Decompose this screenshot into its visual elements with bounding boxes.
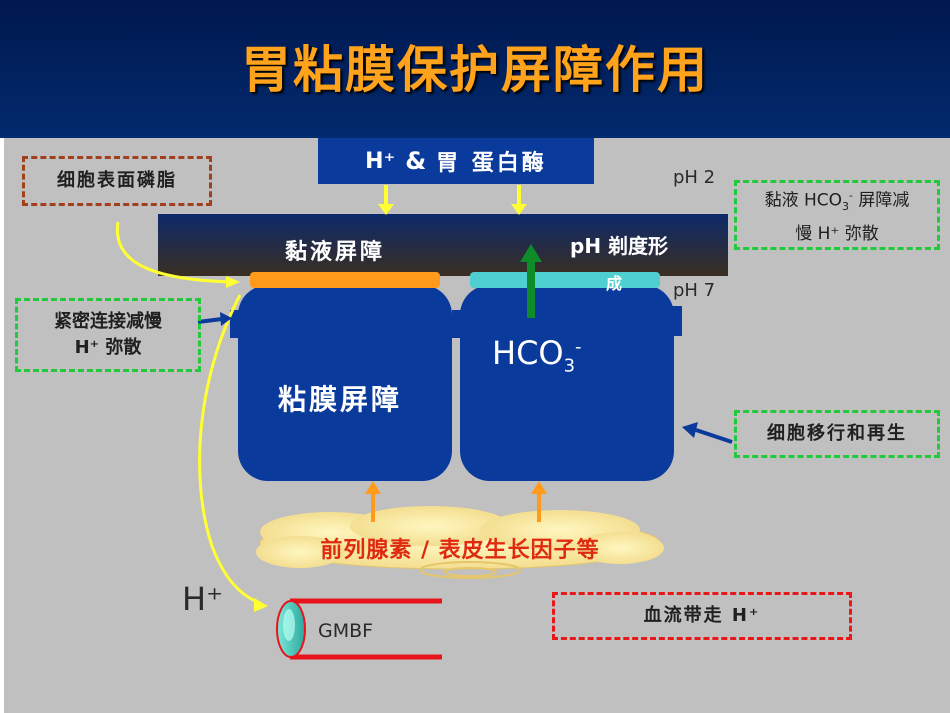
blood-flow-box bbox=[552, 592, 852, 640]
tight-junction-label: 紧密连接减慢 H⁺ 弥散 bbox=[15, 298, 201, 372]
tight-junction-arrow bbox=[197, 317, 223, 324]
acid-arrowhead-right bbox=[511, 204, 527, 215]
tight-junction-line1: 紧密连接减慢 bbox=[54, 311, 162, 332]
acid-pepsin: 胃 蛋白酶 bbox=[436, 151, 547, 176]
tight-junction-box bbox=[15, 298, 201, 372]
vessel-highlight bbox=[283, 609, 295, 641]
cell-migration-label: 细胞移行和再生 bbox=[767, 423, 907, 444]
mucosal-barrier-label: 粘膜屏障 bbox=[278, 383, 403, 416]
mucus-hco3-box bbox=[734, 180, 940, 250]
cell-migration-box bbox=[734, 410, 940, 458]
acid-source-label: H⁺ & 胃 蛋白酶 bbox=[318, 138, 594, 184]
hco3-sub: 3 bbox=[563, 355, 576, 377]
bicarbonate-strip bbox=[470, 272, 660, 288]
ph-gradient-line2: 成 bbox=[606, 274, 623, 293]
mucus-hco3-sub: 3 bbox=[842, 200, 850, 214]
factor-arrowhead-right bbox=[531, 481, 547, 494]
h-plus-diffusion-head bbox=[254, 598, 268, 612]
ph-gradient-line1: pH 剃度形 bbox=[570, 234, 669, 258]
tight-junction-line2: H⁺ 弥散 bbox=[74, 337, 142, 358]
page-title: 胃粘膜保护屏障作用 bbox=[241, 41, 709, 99]
phospholipid-curve-head bbox=[226, 276, 240, 288]
tight-junction-arrowhead bbox=[220, 312, 232, 326]
ph7-label: pH 7 bbox=[673, 280, 716, 301]
mucus-barrier-label: 黏液屏障 bbox=[285, 240, 386, 265]
phospholipid-strip bbox=[250, 272, 440, 288]
gmbf-label: GMBF bbox=[318, 620, 374, 642]
mucus-hco3-text-b: 屏障减 bbox=[853, 191, 910, 212]
h-plus-diffusion-curve bbox=[198, 294, 263, 606]
hco3-arrowhead bbox=[520, 244, 542, 262]
h-plus-blood-label: H⁺ bbox=[182, 580, 223, 618]
epithelial-cell-left bbox=[238, 285, 452, 481]
mucus-hco3-sup: - bbox=[849, 189, 854, 203]
factor-arrowhead-left bbox=[365, 481, 381, 494]
blood-flow-label: 血流带走 H⁺ bbox=[643, 605, 761, 626]
acid-source-box bbox=[318, 138, 594, 184]
epithelial-cell-right bbox=[460, 285, 674, 481]
acid-arrowhead-left bbox=[378, 204, 394, 215]
ph2-label: pH 2 bbox=[673, 167, 716, 188]
acid-h-plus: H⁺ bbox=[365, 148, 396, 174]
phospholipid-label: 细胞表面磷脂 bbox=[57, 170, 177, 191]
mucus-hco3-line2: 慢 H⁺ 弥散 bbox=[795, 223, 879, 244]
migration-arrowhead bbox=[682, 422, 698, 438]
phospholipid-box bbox=[22, 156, 212, 206]
hco3-sup: - bbox=[575, 336, 582, 358]
mucus-hco3-text-a: 黏液 HCO bbox=[764, 191, 843, 212]
tight-junction-nub-right bbox=[668, 306, 682, 336]
migration-arrow bbox=[695, 428, 733, 444]
mucus-hco3-line1: 黏液 HCO3- 屏障减 bbox=[765, 183, 910, 220]
growth-factor-cloud bbox=[256, 506, 664, 579]
mucus-layer bbox=[158, 214, 728, 276]
growth-factor-label: 前列腺素 / 表皮生长因子等 bbox=[320, 538, 600, 563]
hco3-label: HCO3- bbox=[492, 334, 582, 376]
mucus-hco3-label: 黏液 HCO3- 屏障减 慢 H⁺ 弥散 bbox=[734, 180, 940, 250]
phospholipid-curve-arrow bbox=[115, 221, 235, 284]
acid-amp: & bbox=[405, 147, 427, 175]
hco3-text: HCO bbox=[492, 334, 564, 372]
header-bar bbox=[0, 0, 950, 138]
